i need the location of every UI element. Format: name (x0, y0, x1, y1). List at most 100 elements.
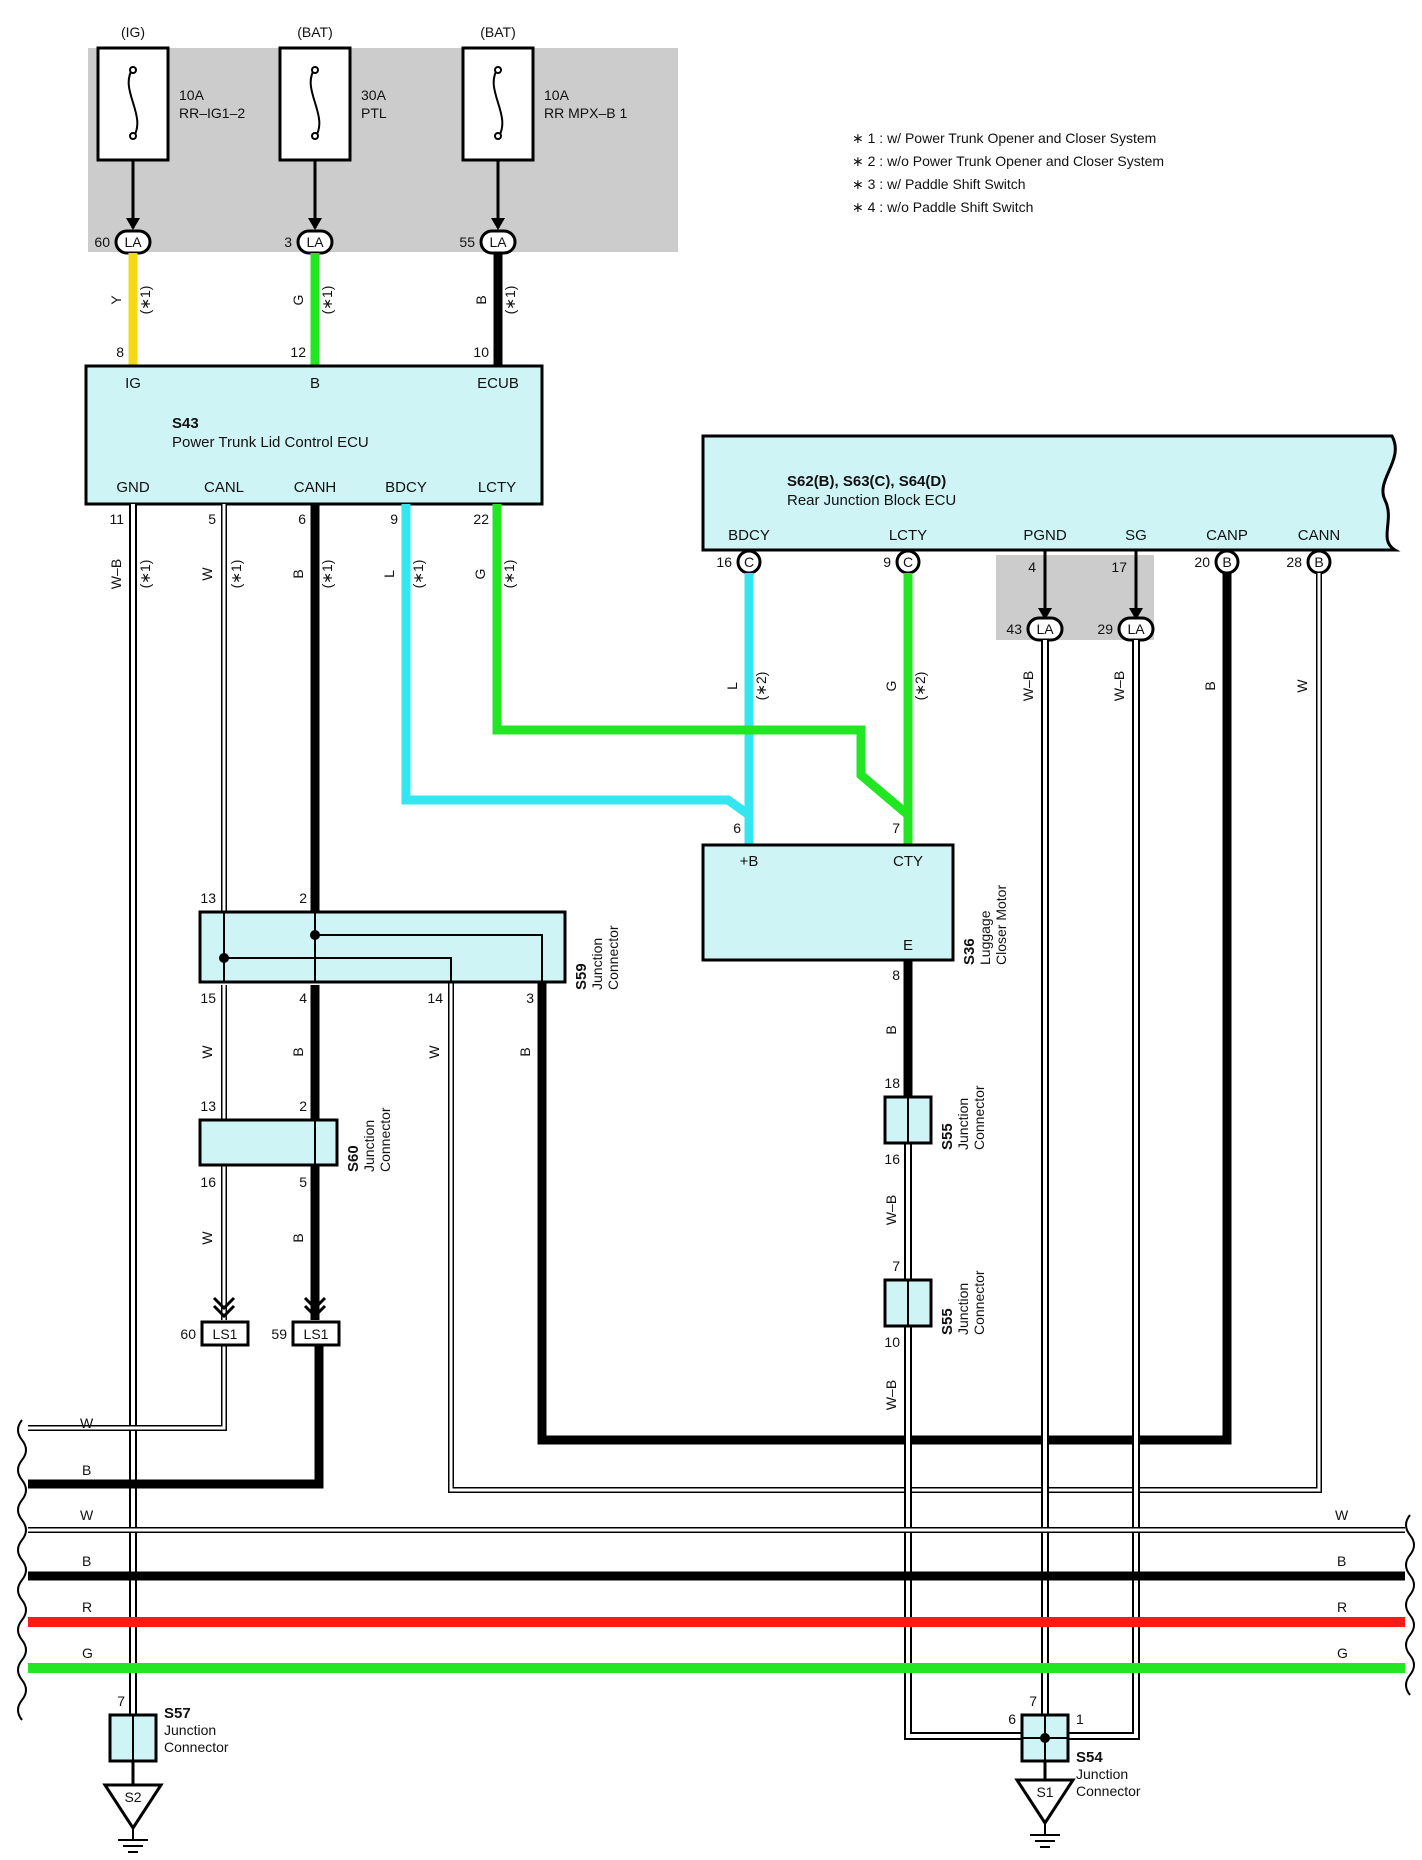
svg-text:Junction: Junction (589, 938, 605, 990)
svg-text:B: B (290, 1233, 306, 1242)
svg-text:Connector: Connector (605, 925, 621, 990)
svg-text:(∗1): (∗1) (319, 286, 335, 315)
svg-text:B: B (473, 295, 489, 304)
svg-text:17: 17 (1111, 559, 1127, 575)
svg-text:10: 10 (884, 1334, 900, 1350)
svg-text:18: 18 (884, 1075, 900, 1091)
svg-text:10A: 10A (544, 87, 570, 103)
svg-text:(IG): (IG) (121, 24, 145, 40)
svg-text:W–B: W–B (1020, 671, 1036, 701)
svg-text:3: 3 (526, 990, 534, 1006)
junction-connector-s57: 7 S57 Junction Connector S2 (102, 1693, 229, 1853)
svg-text:15: 15 (200, 990, 216, 1006)
svg-text:ECUB: ECUB (477, 375, 519, 392)
junction-connector-s55-b: 7 10 W–B S55 Junction Connector (883, 1258, 987, 1410)
svg-text:59: 59 (271, 1326, 287, 1342)
notes-legend: ∗ 1 : w/ Power Trunk Opener and Closer S… (852, 130, 1164, 215)
svg-text:9: 9 (883, 554, 891, 570)
svg-text:10: 10 (473, 344, 489, 360)
svg-text:B: B (290, 569, 306, 578)
svg-text:∗ 2 : w/o Power Trunk Opener a: ∗ 2 : w/o Power Trunk Opener and Closer … (852, 153, 1164, 169)
svg-text:Junction: Junction (361, 1120, 377, 1172)
svg-text:(BAT): (BAT) (480, 24, 516, 40)
svg-text:B: B (517, 1047, 533, 1056)
svg-text:S36: S36 (961, 938, 978, 965)
svg-text:Luggage: Luggage (977, 910, 993, 965)
svg-text:LS1: LS1 (304, 1326, 329, 1342)
svg-text:14: 14 (427, 990, 443, 1006)
svg-text:20: 20 (1194, 554, 1210, 570)
svg-text:(∗1): (∗1) (137, 286, 153, 315)
ecu-rear-junction-block: S62(B), S63(C), S64(D) Rear Junction Blo… (701, 434, 1401, 552)
svg-text:Y: Y (108, 295, 124, 305)
svg-text:28: 28 (1286, 554, 1302, 570)
wires-top: Y (∗1) G (∗1) B (∗1) 8 12 10 (108, 253, 518, 366)
svg-text:W: W (80, 1507, 94, 1523)
svg-text:LA: LA (1036, 621, 1054, 637)
svg-text:W–B: W–B (883, 1380, 899, 1410)
svg-text:Closer Motor: Closer Motor (993, 885, 1009, 965)
svg-text:60: 60 (180, 1326, 196, 1342)
svg-text:7: 7 (892, 1258, 900, 1274)
svg-text:55: 55 (459, 234, 475, 250)
svg-text:W: W (1335, 1507, 1349, 1523)
svg-text:Connector: Connector (164, 1739, 229, 1755)
svg-text:B: B (310, 375, 320, 392)
svg-text:S43: S43 (172, 415, 199, 432)
svg-text:LCTY: LCTY (478, 479, 516, 496)
svg-text:+B: +B (740, 853, 759, 870)
svg-text:(∗1): (∗1) (502, 286, 518, 315)
svg-text:(∗1): (∗1) (228, 560, 244, 589)
svg-text:Connector: Connector (377, 1107, 393, 1172)
svg-text:PGND: PGND (1023, 527, 1067, 544)
svg-text:B: B (1222, 554, 1231, 570)
svg-text:B: B (1314, 554, 1323, 570)
svg-text:(∗2): (∗2) (912, 672, 928, 701)
svg-text:W–B: W–B (1111, 671, 1127, 701)
rjb-wire-labels: L (∗2) G (∗2) W–B W–B B W (724, 671, 1310, 701)
junction-connector-s60: 13 2 16 5 W B S60 Junction Connector (198, 1098, 393, 1245)
svg-text:43: 43 (1006, 621, 1022, 637)
svg-text:7: 7 (117, 1693, 125, 1709)
svg-text:CANL: CANL (204, 479, 244, 496)
svg-text:E: E (903, 937, 913, 954)
svg-text:6: 6 (1008, 1711, 1016, 1727)
svg-text:22: 22 (473, 511, 489, 527)
wire-bus: W B W B R G W B R G (17, 1415, 1415, 1721)
svg-text:16: 16 (884, 1151, 900, 1167)
svg-text:C: C (903, 554, 913, 570)
junction-connector-s55-a: 18 16 B W–B S55 Junction Connector (883, 1025, 987, 1225)
svg-text:W: W (1294, 679, 1310, 693)
svg-text:13: 13 (200, 890, 216, 906)
junction-connector-s59: 13 2 15 4 14 3 W B W B S59 Junction Conn… (198, 890, 621, 1059)
svg-text:2: 2 (299, 1098, 307, 1114)
fuse-block-area (88, 48, 678, 252)
svg-text:W: W (199, 1231, 215, 1245)
svg-text:10A: 10A (179, 87, 205, 103)
svg-text:S55: S55 (939, 1123, 956, 1150)
svg-text:16: 16 (716, 554, 732, 570)
svg-text:IG: IG (125, 375, 141, 392)
svg-text:CANP: CANP (1206, 527, 1248, 544)
svg-text:12: 12 (290, 344, 306, 360)
svg-text:W: W (426, 1045, 442, 1059)
luggage-closer-motor-s36: 6 7 +B CTY E 8 S36 Luggage Closer Motor (701, 820, 1009, 983)
svg-text:(∗2): (∗2) (753, 672, 769, 701)
svg-text:LA: LA (1127, 621, 1145, 637)
svg-text:S59: S59 (573, 963, 590, 990)
junction-connector-s54: 7 6 1 S54 Junction Connector S1 (1008, 1693, 1141, 1848)
svg-text:60: 60 (94, 234, 110, 250)
svg-text:BDCY: BDCY (385, 479, 427, 496)
svg-text:Connector: Connector (971, 1085, 987, 1150)
fuse-ptl: (BAT) 30A PTL (278, 24, 387, 230)
svg-text:PTL: PTL (361, 105, 387, 121)
svg-text:LCTY: LCTY (889, 527, 927, 544)
svg-text:RR MPX–B 1: RR MPX–B 1 (544, 105, 627, 121)
svg-text:B: B (290, 1047, 306, 1056)
wires-main (28, 504, 1322, 1740)
svg-text:LS1: LS1 (213, 1326, 238, 1342)
svg-text:S55: S55 (939, 1308, 956, 1335)
svg-text:Connector: Connector (1076, 1783, 1141, 1799)
svg-text:∗ 1 : w/ Power Trunk Opener an: ∗ 1 : w/ Power Trunk Opener and Closer S… (852, 130, 1156, 146)
